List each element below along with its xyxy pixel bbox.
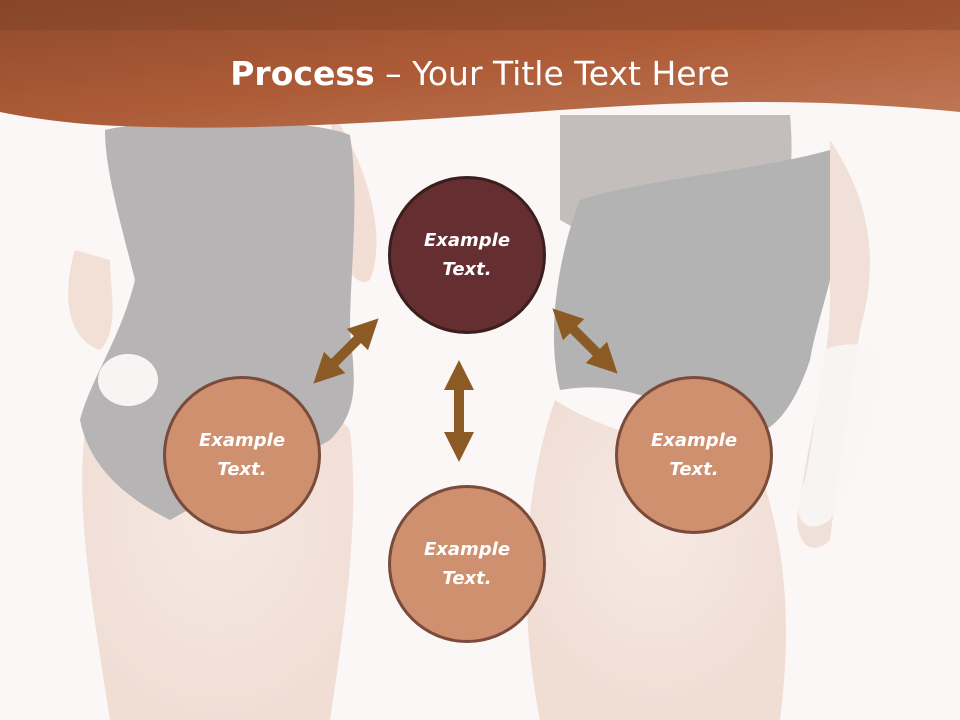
header-band (0, 0, 960, 128)
slide-title: Process – Your Title Text Here (0, 52, 960, 96)
title-bold-text: Process (230, 54, 375, 93)
node-label: Example Text. (650, 430, 738, 480)
process-node-left: Example Text. (163, 376, 321, 534)
node-label: Example Text. (423, 230, 511, 280)
double-arrow-icon (552, 308, 618, 374)
process-node-center: Example Text. (388, 176, 546, 334)
node-label: Example Text. (198, 430, 286, 480)
process-node-right: Example Text. (615, 376, 773, 534)
node-label: Example Text. (423, 539, 511, 589)
process-node-bottom: Example Text. (388, 485, 546, 643)
title-rest-text: – Your Title Text Here (374, 54, 730, 93)
double-arrow-icon (313, 318, 379, 384)
